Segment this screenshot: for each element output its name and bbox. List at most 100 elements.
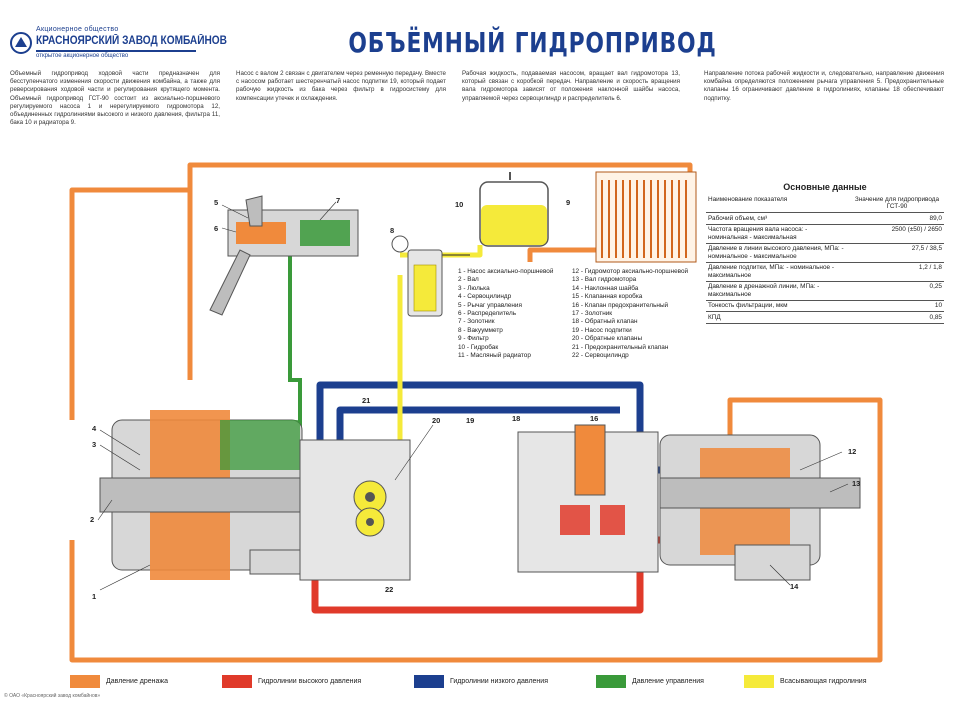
callout-18: 18 (512, 414, 521, 423)
spec-col-name: Наименование показателя (706, 194, 850, 213)
part-item: 2 - Вал (458, 276, 479, 284)
company-logo: Акционерное общество КРАСНОЯРСКИЙ ЗАВОД … (10, 24, 227, 64)
callout-16: 16 (590, 414, 599, 423)
spec-name: Давление в линии высокого давления, МПа:… (706, 243, 850, 263)
callout-22: 22 (385, 585, 394, 594)
filter-8 (391, 235, 443, 317)
part-item: 21 - Предохранительный клапан (572, 343, 669, 351)
part-item: 12 - Гидромотор аксиально-поршневой (572, 268, 689, 275)
spec-name: Частота вращения вала насоса: - номиналь… (706, 224, 850, 244)
spec-value: 0,25 (850, 281, 944, 301)
control-lever-assembly (209, 195, 359, 316)
spec-value: 0,85 (850, 311, 944, 324)
legend-swatch (222, 675, 252, 688)
spec-grid: Наименование показателя Значение для гид… (706, 194, 944, 324)
spec-value: 2500 (±50) / 2650 (850, 224, 944, 244)
pump-1-body (99, 410, 411, 581)
part-item: 4 - Сервоцилиндр (458, 293, 512, 301)
legend-label: Давление управления (632, 678, 704, 685)
part-item: 16 - Клапан предохранительный (572, 301, 669, 309)
legend-label: Гидролинии высокого давления (258, 678, 362, 685)
table-row: Давление в линии высокого давления, МПа:… (706, 243, 944, 263)
part-item: 1 - Насос аксиально-поршневой (458, 268, 554, 275)
table-row: Давление подпитки, МПа: - номинальное - … (706, 262, 944, 282)
spec-value: 89,0 (850, 212, 944, 225)
part-item: 19 - Насос подпитки (572, 326, 632, 334)
table-row: Наименование показателя Значение для гид… (706, 194, 944, 213)
spec-name: Давление в дренажной линии, МПа: - макси… (706, 281, 850, 301)
parts-list-left: 1 - Насос аксиально-поршневой 2 - Вал 3 … (458, 268, 553, 360)
description-col-1: Объемный гидропривод ходовой части предн… (10, 70, 220, 127)
callout-8: 8 (390, 226, 395, 235)
spec-value: 27,5 / 38,5 (850, 243, 944, 263)
description-col-2: Насос с валом 2 связан с двигателем чере… (236, 70, 446, 102)
description-col-3: Рабочая жидкость, подаваемая насосом, вр… (462, 70, 680, 102)
footer-copyright: © ОАО «Красноярский завод комбайнов» (4, 693, 101, 699)
parts-list-right: 12 - Гидромотор аксиально-поршневой 13 -… (572, 268, 688, 360)
part-item: 13 - Вал гидромотора (572, 276, 637, 284)
spec-name: Рабочий объем, см³ (706, 212, 850, 225)
logo-main-text: КРАСНОЯРСКИЙ ЗАВОД КОМБАЙНОВ (36, 35, 227, 47)
callout-9: 9 (566, 198, 571, 207)
spec-name: Давление подпитки, МПа: - номинальное - … (706, 262, 850, 282)
callout-2: 2 (90, 515, 95, 524)
callout-4: 4 (92, 424, 97, 433)
callout-3: 3 (92, 440, 97, 449)
logo-top-text: Акционерное общество (36, 26, 119, 33)
part-item: 8 - Вакуумметр (458, 326, 503, 334)
logo-bottom-text: открытое акционерное общество (36, 53, 129, 59)
part-item: 15 - Клапанная коробка (572, 293, 643, 301)
callout-1: 1 (92, 592, 97, 601)
page-title: ОБЪЁМНЫЙ ГИДРОПРИВОД (348, 26, 717, 59)
part-item: 5 - Рычаг управления (458, 301, 522, 309)
legend-label: Всасывающая гидролиния (780, 678, 867, 685)
spec-table: Основные данные Наименование показателя … (706, 182, 944, 324)
callout-21: 21 (362, 396, 371, 405)
legend-swatch (70, 675, 100, 688)
part-item: 3 - Люлька (458, 284, 490, 292)
logo-mark-icon (10, 32, 32, 54)
radiator-9 (595, 171, 697, 263)
part-item: 18 - Обратный клапан (572, 318, 638, 326)
part-item: 22 - Сервоцилиндр (572, 352, 629, 360)
legend-label: Гидролинии низкого давления (450, 678, 548, 685)
spec-name: КПД (706, 311, 850, 324)
callout-6: 6 (214, 224, 219, 233)
legend-swatch (414, 675, 444, 688)
motor-12-body (659, 434, 861, 581)
part-item: 20 - Обратные клапаны (572, 335, 643, 343)
control-line (288, 240, 302, 430)
spec-header: Основные данные (783, 182, 867, 192)
callout-10: 10 (455, 200, 464, 209)
legend-swatch (744, 675, 774, 688)
part-item: 10 - Гидробак (458, 343, 499, 351)
description-col-4: Направление потока рабочей жидкости и, с… (704, 70, 944, 102)
part-item: 14 - Наклонная шайба (572, 284, 639, 292)
callout-13: 13 (852, 479, 861, 488)
callout-20: 20 (432, 416, 441, 425)
table-row: Давление в дренажной линии, МПа: - макси… (706, 281, 944, 301)
spec-value: 1,2 / 1,8 (850, 262, 944, 282)
callout-12: 12 (848, 447, 857, 456)
callout-14: 14 (790, 582, 799, 591)
part-item: 9 - Фильтр (458, 335, 489, 343)
legend-swatch (596, 675, 626, 688)
part-item: 7 - Золотник (458, 318, 495, 326)
spec-name: Тонкость фильтрации, мкм (706, 300, 850, 312)
tank-10 (479, 172, 549, 247)
logo-divider (36, 50, 196, 52)
spec-col-value: Значение для гидропривода ГСТ-90 (850, 194, 944, 213)
legend-label: Давление дренажа (106, 678, 168, 685)
part-item: 6 - Распределитель (458, 310, 517, 318)
table-row: Частота вращения вала насоса: - номиналь… (706, 224, 944, 244)
callout-5: 5 (214, 198, 219, 207)
valve-box-15 (517, 424, 659, 573)
callout-19: 19 (466, 416, 475, 425)
charge-pump-19 (353, 480, 387, 537)
callout-7: 7 (336, 196, 341, 205)
spec-value: 10 (850, 300, 944, 312)
